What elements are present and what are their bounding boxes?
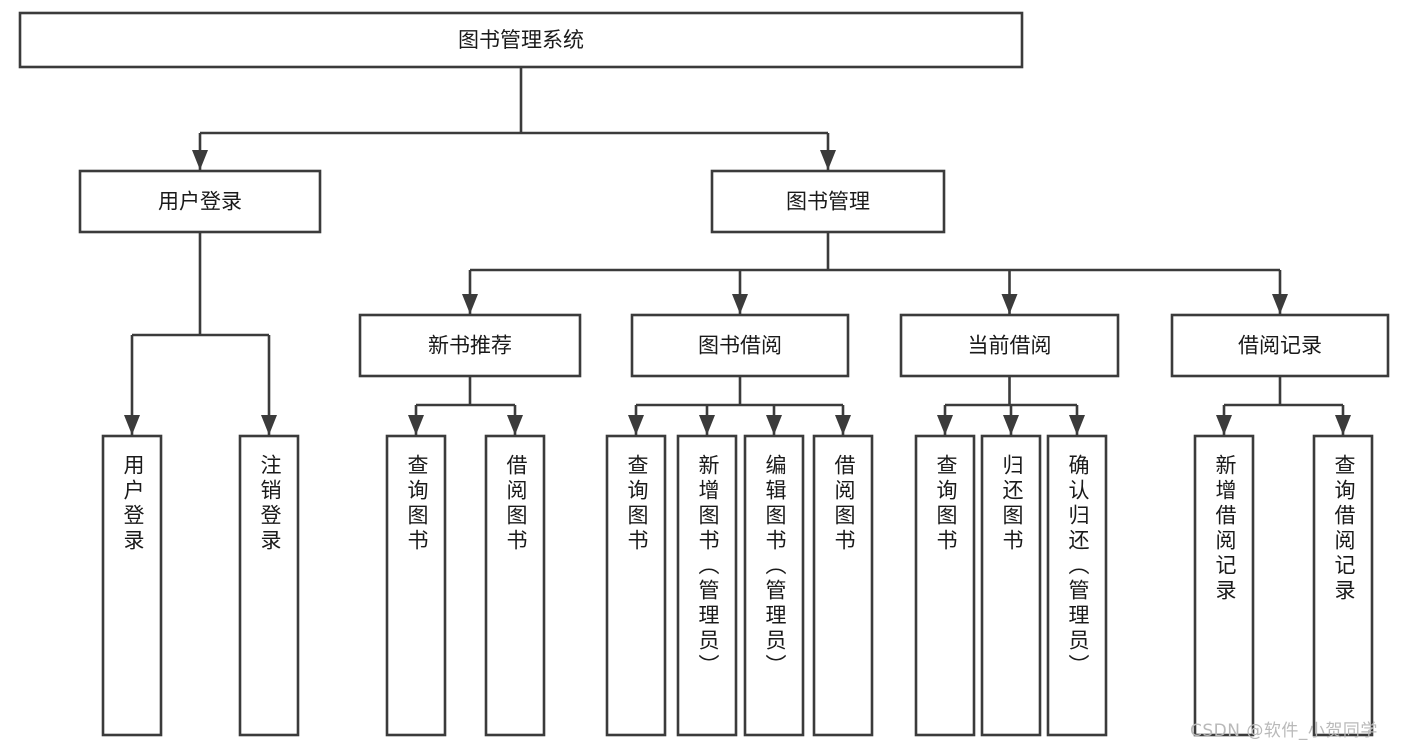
- node-l3-0-box[interactable]: [358, 313, 582, 378]
- node-l2-0-box[interactable]: [78, 169, 322, 234]
- node-leaf-9-box[interactable]: [980, 434, 1042, 737]
- node-leaf-4-box[interactable]: [605, 434, 667, 737]
- node-l3-0[interactable]: 新书推荐: [358, 313, 582, 378]
- arrow-head-icon: [1272, 294, 1288, 314]
- arrow-head-icon: [192, 150, 208, 170]
- node-leaf-11[interactable]: 新增借阅记录: [1193, 434, 1255, 737]
- node-leaf-3-label: 借阅图书: [504, 454, 528, 554]
- node-l3-2[interactable]: 当前借阅: [899, 313, 1120, 378]
- node-leaf-8-label: 查询图书: [934, 454, 958, 554]
- node-leaf-1-box[interactable]: [238, 434, 300, 737]
- node-leaf-8-box[interactable]: [914, 434, 976, 737]
- node-leaf-4-label: 查询图书: [625, 454, 649, 554]
- node-leaf-12[interactable]: 查询借阅记录: [1312, 434, 1374, 737]
- node-root-图书管理系统-box[interactable]: [18, 11, 1024, 69]
- node-leaf-5-label: 新增图书（管理员）: [696, 454, 720, 679]
- node-l3-2-label: 当前借阅: [968, 334, 1052, 358]
- node-l2-0-label: 用户登录: [158, 190, 242, 214]
- node-leaf-7-box[interactable]: [812, 434, 874, 737]
- node-leaf-2-box[interactable]: [385, 434, 447, 737]
- node-leaf-12-label: 查询借阅记录: [1332, 454, 1356, 604]
- arrow-head-icon: [1335, 415, 1351, 435]
- node-leaf-0-label: 用户登录: [121, 454, 145, 554]
- node-l2-0[interactable]: 用户登录: [78, 169, 322, 234]
- node-l2-1[interactable]: 图书管理: [710, 169, 946, 234]
- arrow-head-icon: [628, 415, 644, 435]
- node-leaf-4[interactable]: 查询图书: [605, 434, 667, 737]
- node-leaf-0-box[interactable]: [101, 434, 163, 737]
- node-leaf-3[interactable]: 借阅图书: [484, 434, 546, 737]
- node-leaf-5[interactable]: 新增图书（管理员）: [676, 434, 738, 737]
- node-leaf-6[interactable]: 编辑图书（管理员）: [743, 434, 805, 737]
- node-leaf-7[interactable]: 借阅图书: [812, 434, 874, 737]
- node-l2-1-box[interactable]: [710, 169, 946, 234]
- node-l3-0-label: 新书推荐: [428, 334, 512, 358]
- node-leaf-6-box[interactable]: [743, 434, 805, 737]
- node-leaf-5-box[interactable]: [676, 434, 738, 737]
- arrow-head-icon: [1216, 415, 1232, 435]
- node-leaf-10-label: 确认归还（管理员）: [1066, 454, 1090, 679]
- node-leaf-7-label: 借阅图书: [832, 454, 856, 554]
- node-l2-1-label: 图书管理: [786, 190, 870, 214]
- node-l3-1[interactable]: 图书借阅: [630, 313, 850, 378]
- node-leaf-8[interactable]: 查询图书: [914, 434, 976, 737]
- node-leaf-2-label: 查询图书: [405, 454, 429, 554]
- node-leaf-0[interactable]: 用户登录: [101, 434, 163, 737]
- arrow-head-icon: [507, 415, 523, 435]
- node-leaf-6-label: 编辑图书（管理员）: [763, 454, 787, 679]
- node-leaf-3-box[interactable]: [484, 434, 546, 737]
- node-boxes-group: 图书管理系统用户登录图书管理新书推荐图书借阅当前借阅借阅记录用户登录注销登录查询…: [18, 11, 1390, 737]
- arrow-head-icon: [1001, 294, 1018, 314]
- connector-lines-group: [124, 67, 1351, 435]
- node-leaf-10-box[interactable]: [1046, 434, 1108, 737]
- arrow-head-icon: [937, 415, 953, 435]
- node-leaf-1[interactable]: 注销登录: [238, 434, 300, 737]
- node-l3-2-box[interactable]: [899, 313, 1120, 378]
- csdn-watermark: CSDN @软件_小贺同学: [1190, 721, 1378, 741]
- node-root-图书管理系统-label: 图书管理系统: [458, 28, 584, 52]
- node-l3-3-label: 借阅记录: [1238, 334, 1322, 358]
- arrow-head-icon: [835, 415, 851, 435]
- arrow-head-icon: [462, 294, 478, 314]
- arrow-head-icon: [1069, 415, 1085, 435]
- node-leaf-11-label: 新增借阅记录: [1213, 454, 1237, 604]
- arrow-head-icon: [261, 415, 277, 435]
- node-leaf-10[interactable]: 确认归还（管理员）: [1046, 434, 1108, 737]
- arrow-head-icon: [820, 150, 836, 170]
- node-leaf-1-label: 注销登录: [258, 454, 282, 554]
- node-leaf-11-box[interactable]: [1193, 434, 1255, 737]
- node-l3-1-label: 图书借阅: [698, 334, 782, 358]
- node-l3-3-box[interactable]: [1170, 313, 1390, 378]
- arrow-head-icon: [408, 415, 424, 435]
- arrow-head-icon: [766, 415, 782, 435]
- arrow-head-icon: [124, 415, 140, 435]
- node-leaf-9[interactable]: 归还图书: [980, 434, 1042, 737]
- arrow-head-icon: [1003, 415, 1019, 435]
- node-l3-1-box[interactable]: [630, 313, 850, 378]
- arrow-head-icon: [732, 294, 748, 314]
- node-leaf-9-label: 归还图书: [1000, 454, 1024, 554]
- node-root-图书管理系统[interactable]: 图书管理系统: [18, 11, 1024, 69]
- node-leaf-2[interactable]: 查询图书: [385, 434, 447, 737]
- node-leaf-12-box[interactable]: [1312, 434, 1374, 737]
- arrow-head-icon: [699, 415, 715, 435]
- node-l3-3[interactable]: 借阅记录: [1170, 313, 1390, 378]
